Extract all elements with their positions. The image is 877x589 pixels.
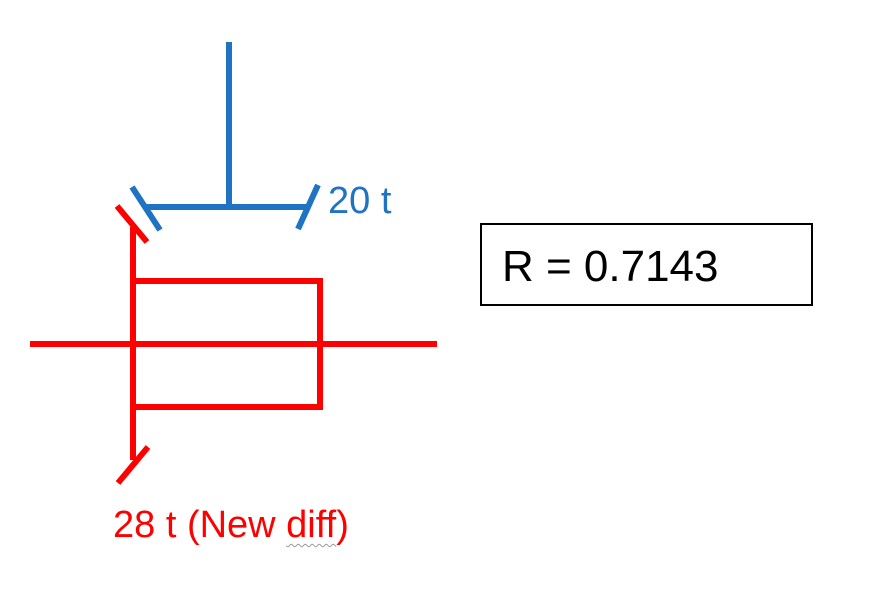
red-top-tooth — [114, 204, 150, 244]
red-gear-shaft — [30, 204, 437, 485]
ratio-value: R = 0.7143 — [502, 242, 719, 291]
red-gear-label-main: 28 t (New — [113, 504, 287, 546]
ratio-box: R = 0.7143 — [480, 223, 813, 306]
blue-right-tooth — [295, 183, 321, 231]
red-gear-label: 28 t (New diff) — [113, 506, 349, 544]
blue-left-tooth — [129, 185, 163, 232]
blue-gear-label: 20 t — [328, 180, 392, 222]
blue-gear-shaft — [129, 42, 321, 232]
red-gear-label-end: ) — [336, 504, 349, 546]
red-gear-label-marked: diff — [286, 504, 337, 546]
red-bottom-tooth — [115, 445, 151, 485]
red-diff-housing — [130, 278, 323, 410]
